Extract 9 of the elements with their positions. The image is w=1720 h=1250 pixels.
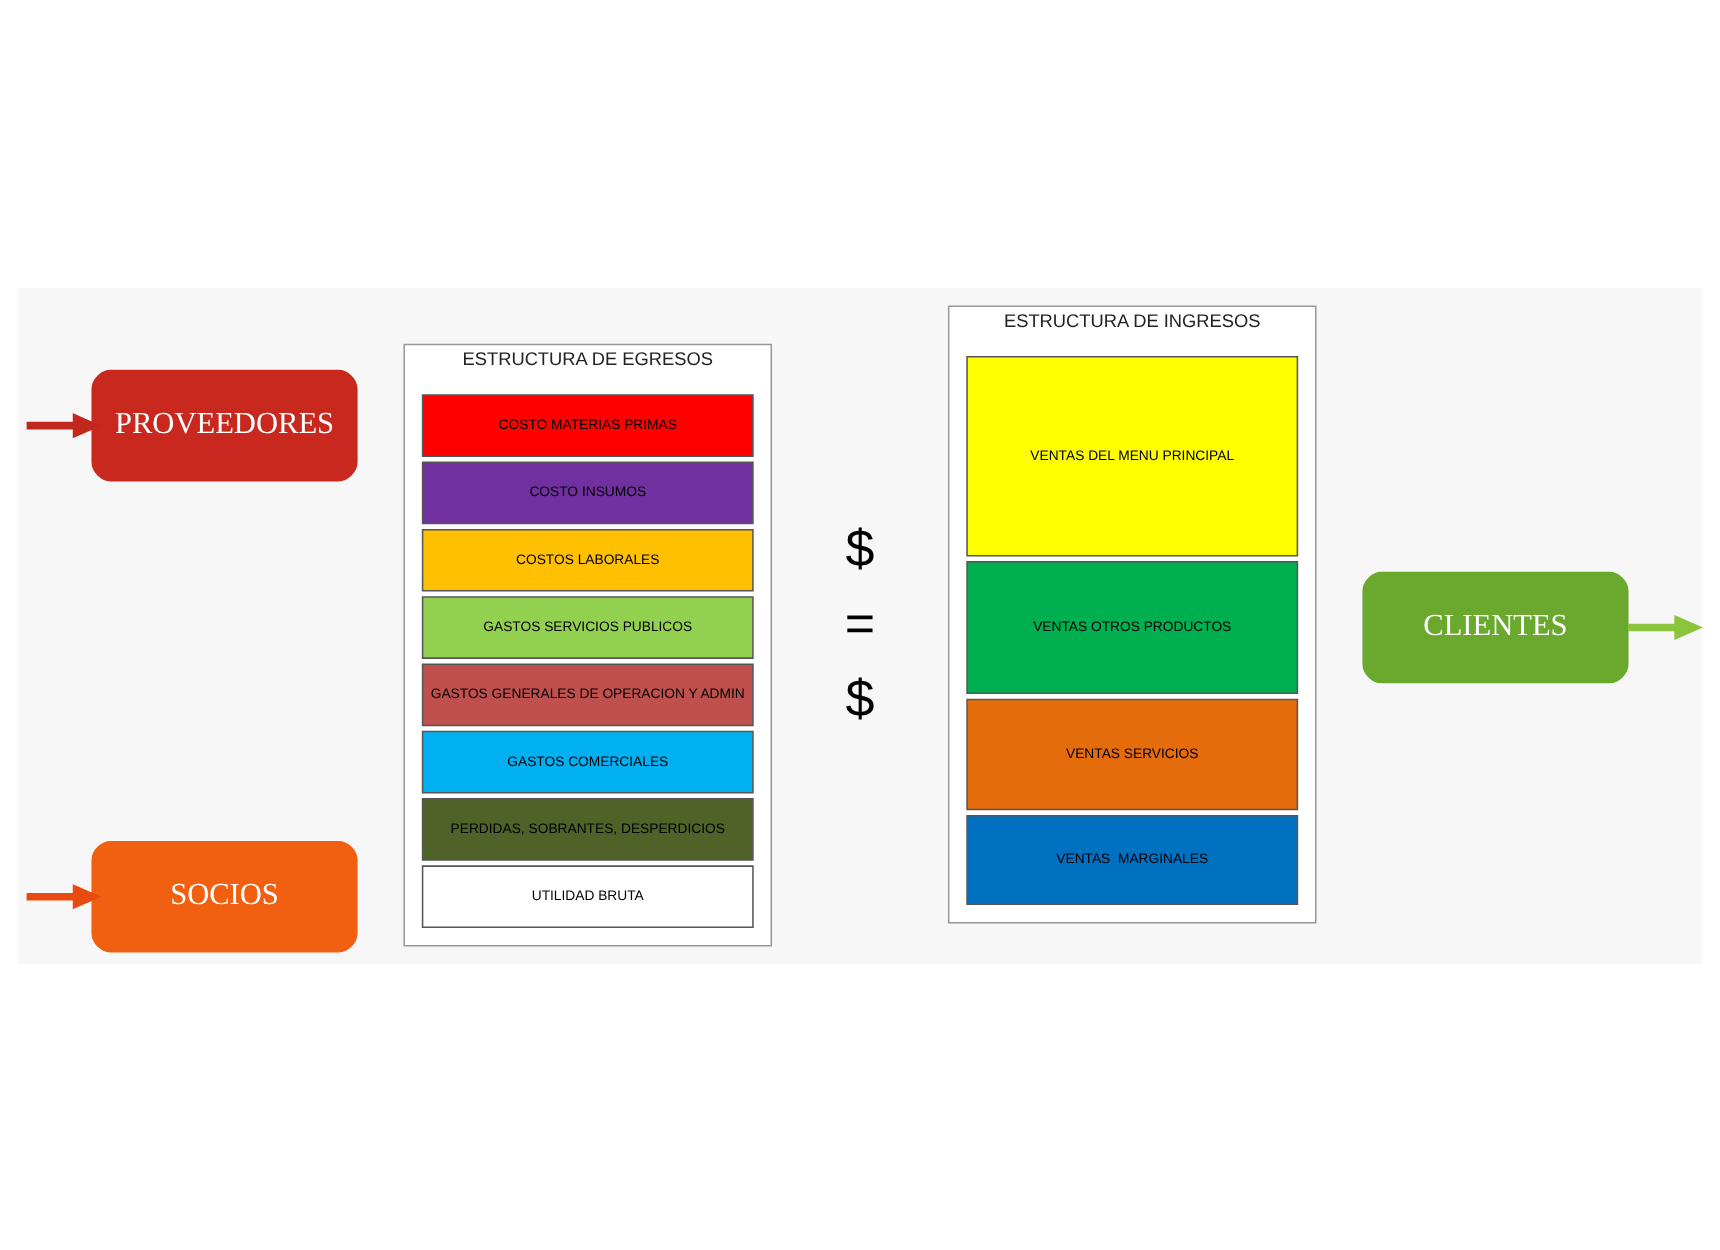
label: =: [844, 591, 876, 652]
node-box: CLIENTES: [1362, 570, 1629, 683]
label: $: [845, 666, 875, 727]
node-box: PROVEEDORES: [91, 368, 358, 481]
label: $: [845, 516, 875, 577]
arrow: [26, 412, 102, 438]
arrow: [1628, 613, 1703, 640]
node-box: SOCIOS: [91, 839, 358, 952]
arrow: [26, 883, 102, 909]
